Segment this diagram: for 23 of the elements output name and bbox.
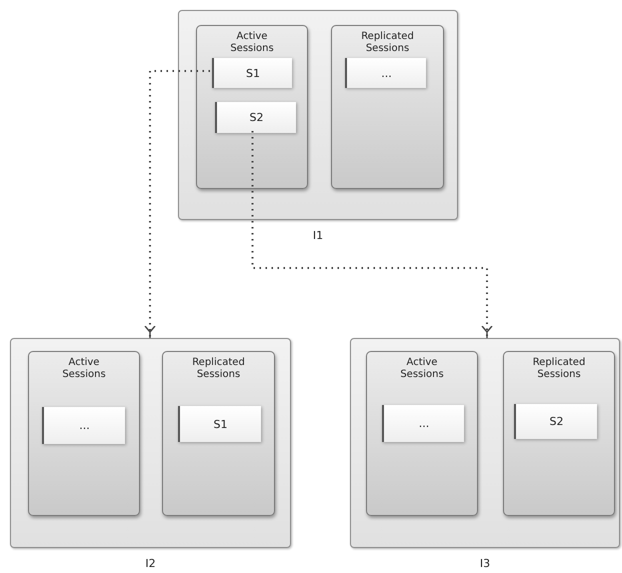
session-panel: [331, 25, 444, 189]
session-panel: [162, 351, 275, 516]
session-panel: [28, 351, 140, 516]
panel-heading: Active Sessions: [399, 357, 445, 381]
panel-heading: Replicated Sessions: [532, 357, 586, 381]
panel-heading: Active Sessions: [229, 31, 275, 55]
session-card: ...: [345, 58, 426, 88]
dotted-arrow: [144, 70, 210, 339]
session-card: S2: [514, 404, 597, 439]
panel-heading: Active Sessions: [61, 357, 107, 381]
instance-label: I2: [145, 557, 156, 570]
panel-heading: Replicated Sessions: [360, 31, 415, 55]
session-card: ...: [42, 407, 125, 444]
session-card: S1: [212, 58, 292, 88]
instance-label: I1: [312, 229, 324, 242]
panel-heading: Replicated Sessions: [191, 357, 246, 381]
session-card: ...: [382, 405, 464, 442]
session-panel: [366, 351, 478, 516]
instance-label: I3: [480, 557, 490, 570]
session-panel: [503, 351, 615, 516]
session-card: S2: [215, 102, 296, 133]
session-card: S1: [178, 406, 261, 442]
session-panel: [196, 25, 308, 189]
